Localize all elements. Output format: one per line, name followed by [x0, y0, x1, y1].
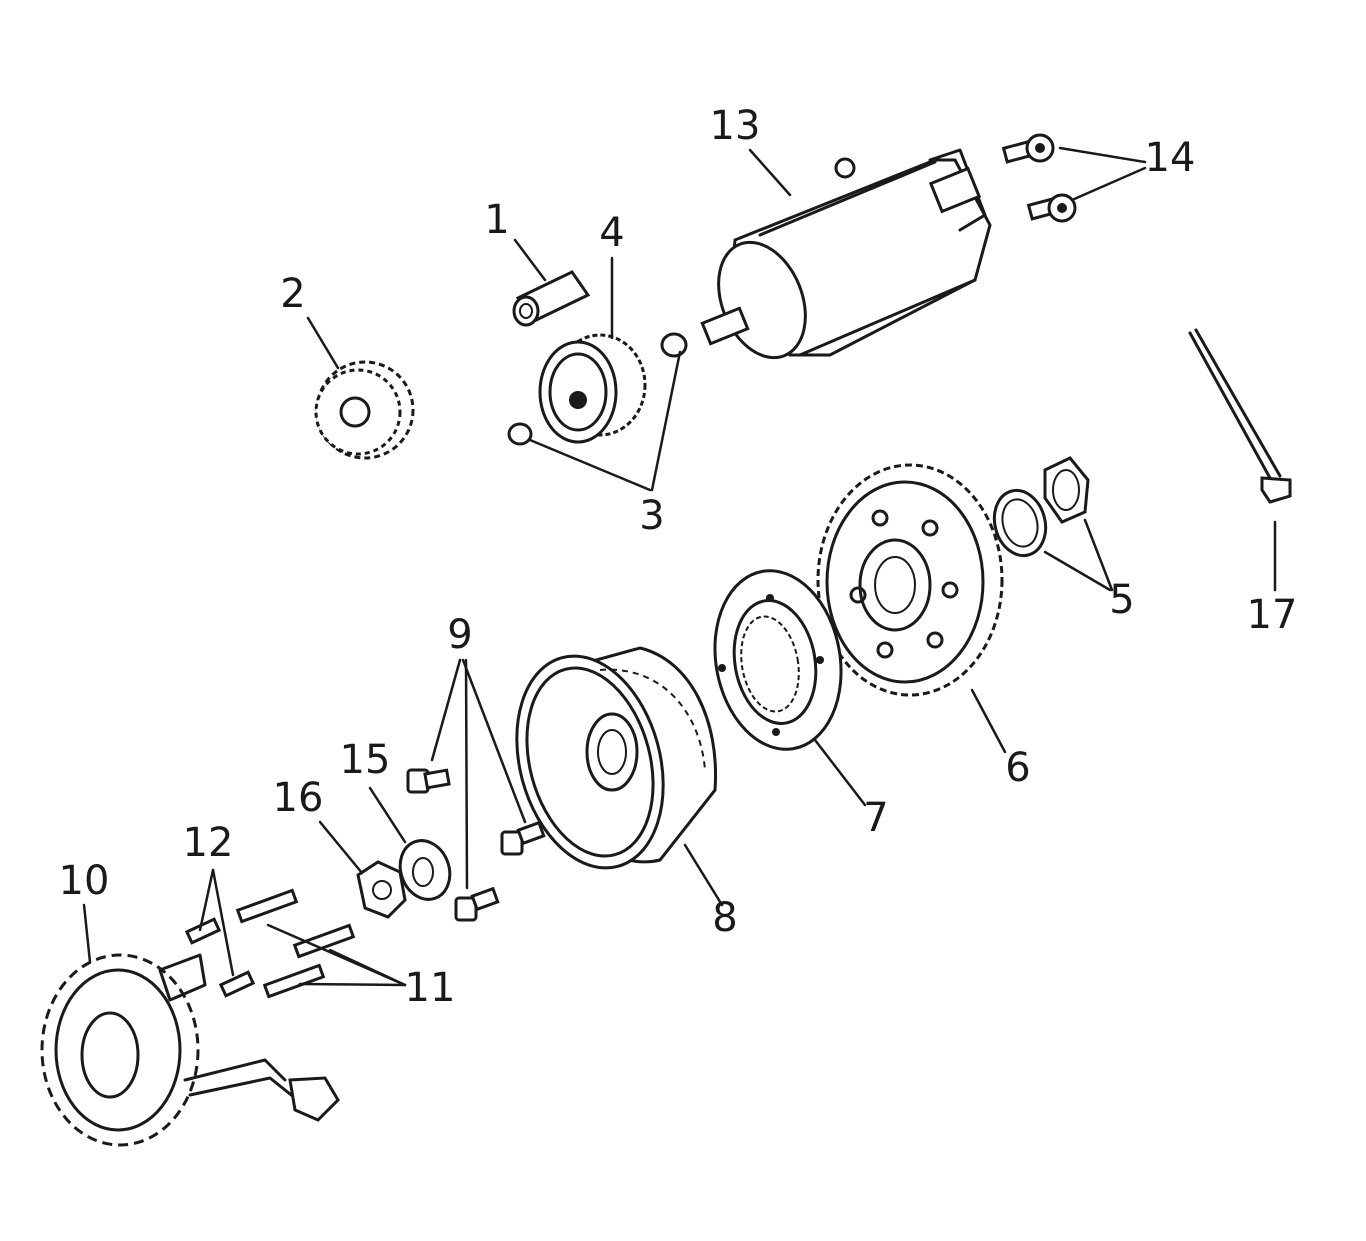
callout-4: 4 — [599, 210, 624, 256]
nut — [356, 860, 407, 919]
washers — [992, 456, 1090, 558]
callout-17: 17 — [1247, 592, 1298, 638]
stator — [40, 953, 340, 1147]
motor-bolts — [1001, 133, 1077, 223]
starter-motor — [700, 148, 992, 360]
callout-3: 3 — [639, 493, 664, 539]
idle-gear — [314, 360, 415, 460]
callout-14: 14 — [1145, 135, 1196, 181]
callout-15: 15 — [340, 737, 391, 783]
callout-7: 7 — [863, 795, 888, 841]
reduction-gear — [538, 333, 647, 444]
callout-6: 6 — [1005, 745, 1030, 791]
sleeve — [512, 270, 591, 327]
callout-1: 1 — [484, 197, 509, 243]
long-bolt — [1188, 328, 1292, 504]
ring-gear — [816, 463, 1004, 697]
callout-16: 16 — [273, 775, 324, 821]
callout-12: 12 — [183, 820, 234, 866]
stator-bolts — [235, 888, 356, 999]
one-way-clutch — [713, 569, 843, 751]
leader-lines — [82, 146, 1277, 987]
callout-10: 10 — [59, 858, 110, 904]
callout-9: 9 — [447, 612, 472, 658]
flywheel-rotor — [515, 646, 718, 870]
callout-8: 8 — [712, 895, 737, 941]
rotor-bolts — [406, 768, 546, 922]
stator-screws — [184, 917, 256, 998]
callout-5: 5 — [1109, 577, 1134, 623]
callout-13: 13 — [710, 103, 761, 149]
dowel-pins — [507, 332, 688, 446]
callout-11: 11 — [405, 965, 456, 1011]
callout-labels: 1 2 3 4 5 6 7 8 9 10 11 12 13 14 15 16 1… — [59, 103, 1298, 1011]
callout-2: 2 — [280, 271, 305, 317]
